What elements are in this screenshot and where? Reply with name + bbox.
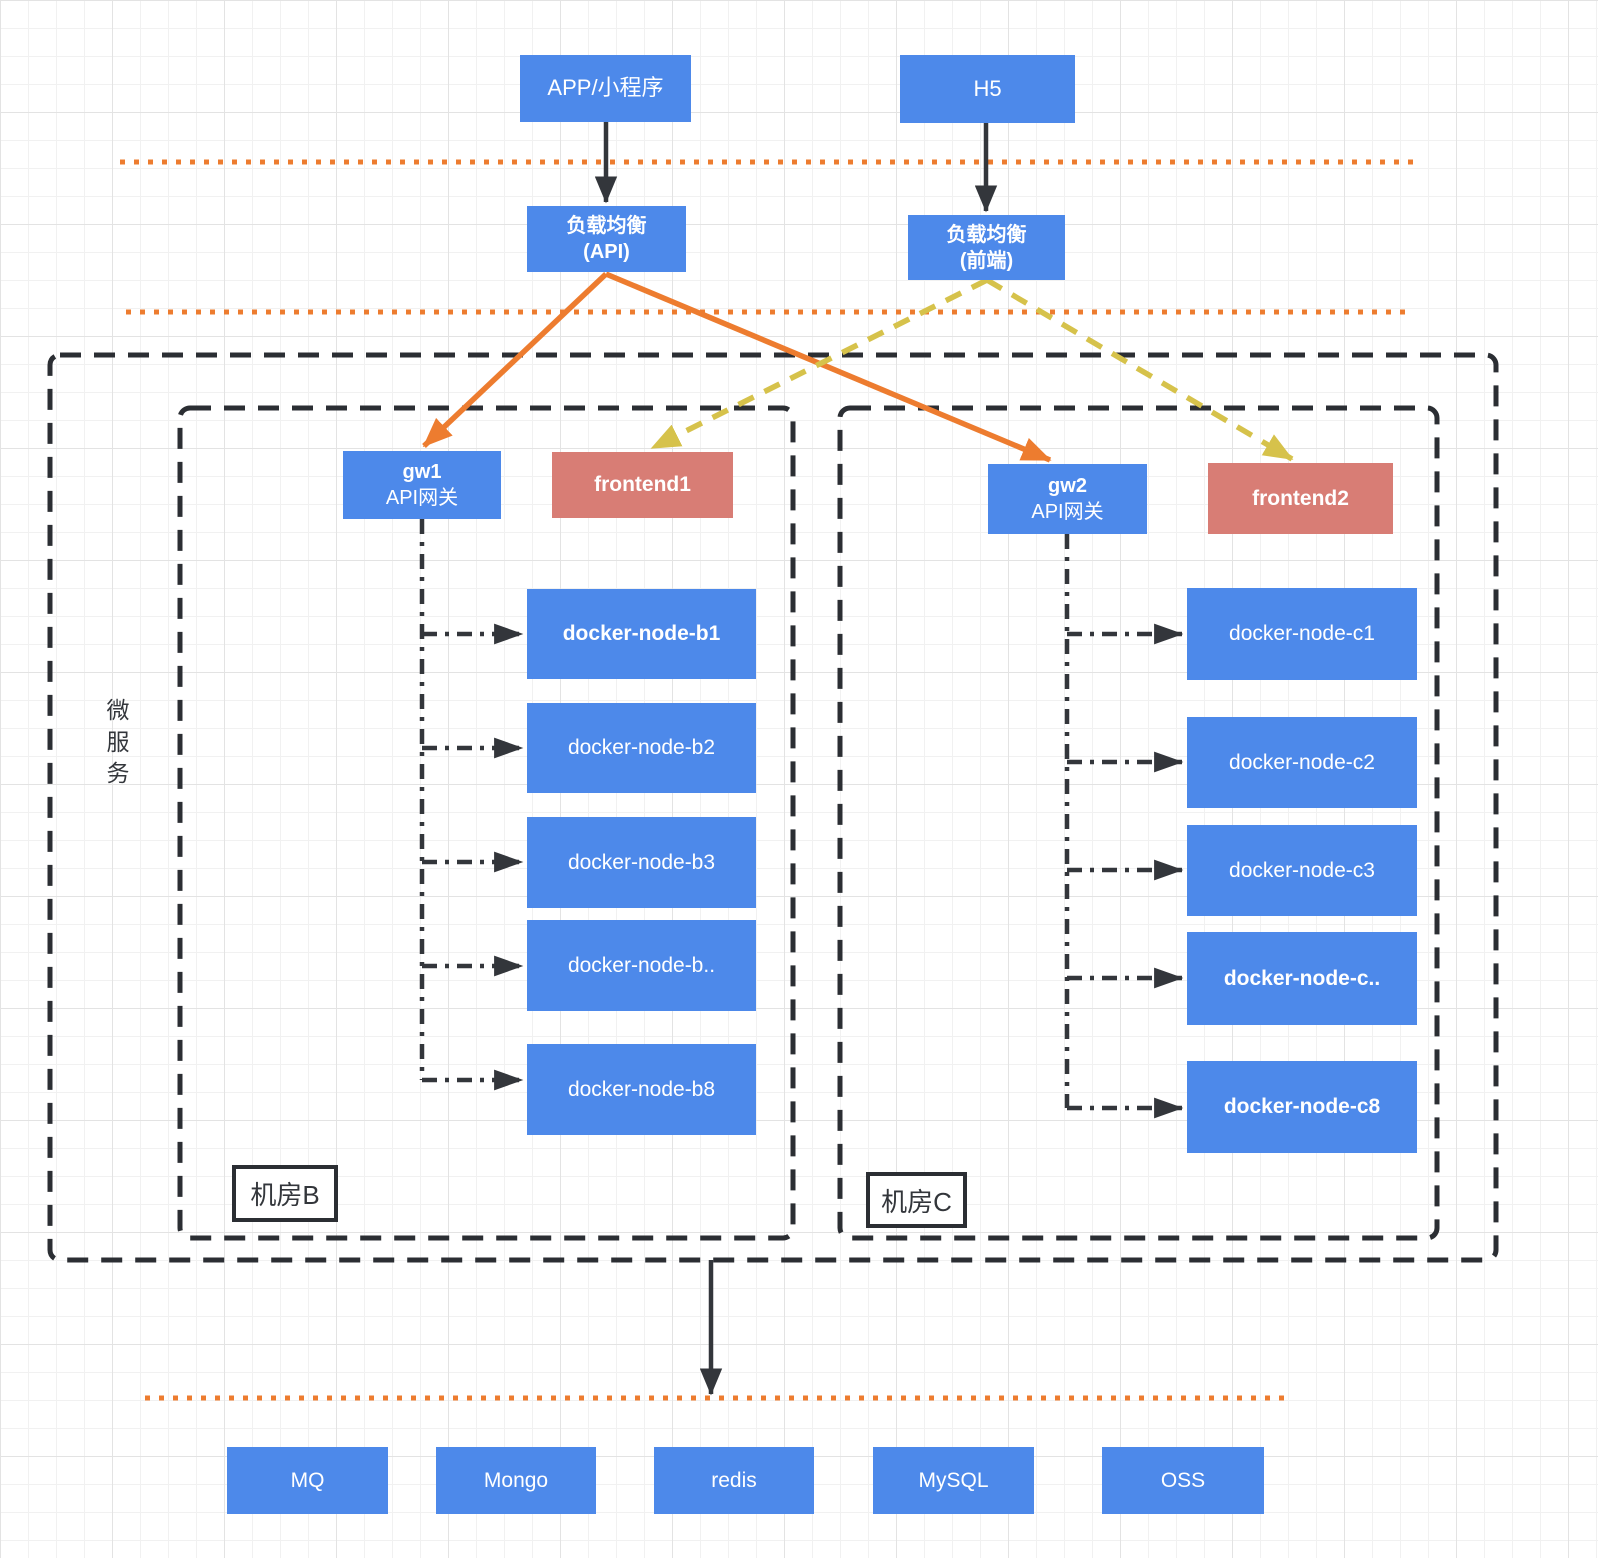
client-h5-node: H5 xyxy=(900,55,1075,123)
lb-api-line2: (API) xyxy=(583,241,630,263)
backend-mq-node: MQ xyxy=(227,1447,388,1514)
docker-node-c1: docker-node-c1 xyxy=(1187,588,1417,680)
gw2-node: gw2 API网关 xyxy=(988,464,1147,534)
docker-node-b3: docker-node-b3 xyxy=(527,817,756,908)
room-c-label: 机房C xyxy=(866,1172,967,1228)
frontend1-node: frontend1 xyxy=(552,452,733,518)
arrow-lb-api-to-gw1 xyxy=(422,272,608,448)
backend-mysql-node: MySQL xyxy=(873,1447,1034,1514)
frontend2-node: frontend2 xyxy=(1208,463,1393,534)
gw1-line2: API网关 xyxy=(385,487,459,509)
arrow-lb-api-to-gw2 xyxy=(604,271,1052,463)
backend-redis-node: redis xyxy=(654,1447,814,1514)
docker-node-c2: docker-node-c2 xyxy=(1187,717,1417,808)
lb-frontend-line2: (前端) xyxy=(959,249,1014,272)
gw2-line2: API网关 xyxy=(1031,501,1104,523)
load-balancer-frontend-node: 负载均衡 (前端) xyxy=(908,215,1065,280)
gw2-line1: gw2 xyxy=(1048,475,1087,497)
docker-node-c3: docker-node-c3 xyxy=(1187,825,1417,916)
gw1-line1: gw1 xyxy=(402,461,442,483)
backend-oss-node: OSS xyxy=(1102,1447,1264,1514)
load-balancer-api-node: 负载均衡 (API) xyxy=(527,206,686,272)
docker-node-cn: docker-node-c.. xyxy=(1187,932,1417,1025)
microservices-label: 微 服 务 xyxy=(106,697,130,787)
docker-node-bn: docker-node-b.. xyxy=(527,920,756,1011)
lb-api-line1: 负载均衡 xyxy=(566,215,647,237)
gw1-node: gw1 API网关 xyxy=(343,451,501,519)
docker-node-c8: docker-node-c8 xyxy=(1187,1061,1417,1153)
backend-mongo-node: Mongo xyxy=(436,1447,596,1514)
room-b-label: 机房B xyxy=(232,1165,338,1222)
docker-node-b1: docker-node-b1 xyxy=(527,589,756,679)
lb-frontend-line1: 负载均衡 xyxy=(946,223,1027,246)
client-app-node: APP/小程序 xyxy=(520,55,691,122)
arrow-lb-frontend-to-frontend2 xyxy=(985,277,1294,462)
docker-node-b2: docker-node-b2 xyxy=(527,703,756,793)
arrow-lb-frontend-to-frontend1 xyxy=(650,277,989,451)
docker-node-b8: docker-node-b8 xyxy=(527,1044,756,1135)
